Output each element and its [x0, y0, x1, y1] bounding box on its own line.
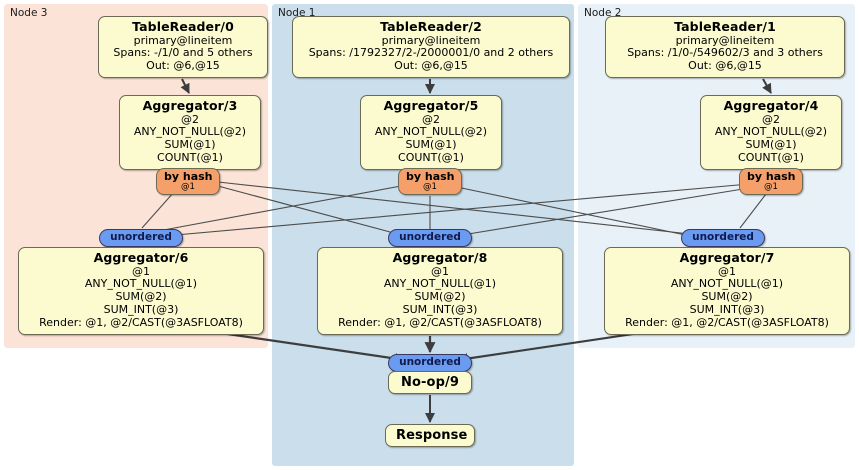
processor-detail-line: ANY_NOT_NULL(@1) [383, 277, 497, 291]
processor-title: Aggregator/4 [723, 98, 819, 113]
node-label-node3: Node 3 [10, 7, 48, 19]
processor-title: Aggregator/3 [142, 98, 238, 113]
processor-detail-line: Render: @1, @2/CAST(@3ASFLOAT8) [338, 316, 542, 330]
processor-detail-line: Spans: /1/0-/549602/3 and 3 others [627, 46, 823, 60]
router-title: by hash [164, 170, 213, 183]
processor-title: TableReader/0 [132, 19, 234, 34]
processor-detail-line: SUM(@1) [745, 138, 797, 152]
processor-detail-line: Out: @6,@15 [146, 59, 220, 73]
processor-noop-9[interactable]: No-op/9 [388, 371, 472, 395]
processor-detail-line: primary@lineitem [133, 33, 233, 47]
processor-detail-line: @1 [718, 264, 736, 278]
processor-title: Aggregator/7 [679, 250, 775, 265]
router-title: by hash [747, 170, 796, 183]
processor-detail-line: Out: @6,@15 [688, 59, 762, 73]
processor-detail-line: SUM_INT(@3) [402, 303, 478, 317]
collector-title: unordered [110, 231, 172, 243]
processor-detail-line: Out: @6,@15 [394, 59, 468, 73]
processor-detail-line: COUNT(@1) [157, 151, 223, 165]
processor-aggregator-4[interactable]: Aggregator/4 @2 ANY_NOT_NULL(@2) SUM(@1)… [700, 95, 842, 171]
collector-unordered-final[interactable]: unordered [388, 354, 472, 373]
processor-detail-line: SUM(@1) [164, 138, 216, 152]
processor-aggregator-5[interactable]: Aggregator/5 @2 ANY_NOT_NULL(@2) SUM(@1)… [360, 95, 502, 171]
processor-detail-line: Spans: -/1/0 and 5 others [113, 46, 253, 60]
processor-aggregator-6[interactable]: Aggregator/6 @1 ANY_NOT_NULL(@1) SUM(@2)… [18, 247, 264, 335]
processor-table-reader-1[interactable]: TableReader/1 primary@lineitem Spans: /1… [605, 16, 845, 79]
router-subtitle: @1 [423, 181, 437, 192]
processor-detail-line: SUM_INT(@3) [689, 303, 765, 317]
processor-detail-line: SUM(@2) [115, 290, 167, 304]
collector-unordered-center[interactable]: unordered [388, 229, 472, 248]
processor-title: Aggregator/5 [383, 98, 479, 113]
processor-table-reader-0[interactable]: TableReader/0 primary@lineitem Spans: -/… [98, 16, 268, 79]
processor-detail-line: ANY_NOT_NULL(@2) [714, 125, 828, 139]
processor-title: Aggregator/8 [392, 250, 488, 265]
processor-detail-line: primary@lineitem [675, 33, 775, 47]
processor-detail-line: SUM(@2) [701, 290, 753, 304]
processor-detail-line: @1 [132, 264, 150, 278]
router-title: by hash [406, 170, 455, 183]
processor-aggregator-7[interactable]: Aggregator/7 @1 ANY_NOT_NULL(@1) SUM(@2)… [604, 247, 850, 335]
router-by-hash-aggregator-4[interactable]: by hash @1 [739, 168, 803, 196]
processor-detail-line: COUNT(@1) [738, 151, 804, 165]
processor-detail-line: Render: @1, @2/CAST(@3ASFLOAT8) [625, 316, 829, 330]
router-by-hash-aggregator-3[interactable]: by hash @1 [156, 168, 220, 196]
processor-title: TableReader/2 [380, 19, 482, 34]
processor-detail-line: SUM(@1) [405, 138, 457, 152]
processor-aggregator-3[interactable]: Aggregator/3 @2 ANY_NOT_NULL(@2) SUM(@1)… [119, 95, 261, 171]
processor-detail-line: @1 [431, 264, 449, 278]
router-subtitle: @1 [181, 181, 195, 192]
processor-title: Aggregator/6 [93, 250, 189, 265]
processor-detail-line: COUNT(@1) [398, 151, 464, 165]
collector-title: unordered [692, 231, 754, 243]
router-subtitle: @1 [764, 181, 778, 192]
processor-detail-line: Spans: /1792327/2-/2000001/0 and 2 other… [308, 46, 554, 60]
processor-title: Response [396, 428, 468, 443]
processor-detail-line: SUM_INT(@3) [103, 303, 179, 317]
processor-table-reader-2[interactable]: TableReader/2 primary@lineitem Spans: /1… [292, 16, 570, 79]
processor-response[interactable]: Response [385, 424, 475, 448]
processor-aggregator-8[interactable]: Aggregator/8 @1 ANY_NOT_NULL(@1) SUM(@2)… [317, 247, 563, 335]
router-by-hash-aggregator-5[interactable]: by hash @1 [398, 168, 462, 196]
collector-title: unordered [399, 356, 461, 368]
processor-title: TableReader/1 [674, 19, 776, 34]
processor-detail-line: ANY_NOT_NULL(@1) [84, 277, 198, 291]
processor-detail-line: ANY_NOT_NULL(@2) [133, 125, 247, 139]
collector-title: unordered [399, 231, 461, 243]
processor-detail-line: @2 [422, 112, 440, 126]
processor-detail-line: SUM(@2) [414, 290, 466, 304]
collector-unordered-left[interactable]: unordered [99, 229, 183, 248]
processor-title: No-op/9 [401, 375, 459, 390]
processor-detail-line: ANY_NOT_NULL(@2) [374, 125, 488, 139]
processor-detail-line: ANY_NOT_NULL(@1) [670, 277, 784, 291]
processor-detail-line: @2 [181, 112, 199, 126]
collector-unordered-right[interactable]: unordered [681, 229, 765, 248]
processor-detail-line: Render: @1, @2/CAST(@3ASFLOAT8) [39, 316, 243, 330]
processor-detail-line: primary@lineitem [381, 33, 481, 47]
processor-detail-line: @2 [762, 112, 780, 126]
